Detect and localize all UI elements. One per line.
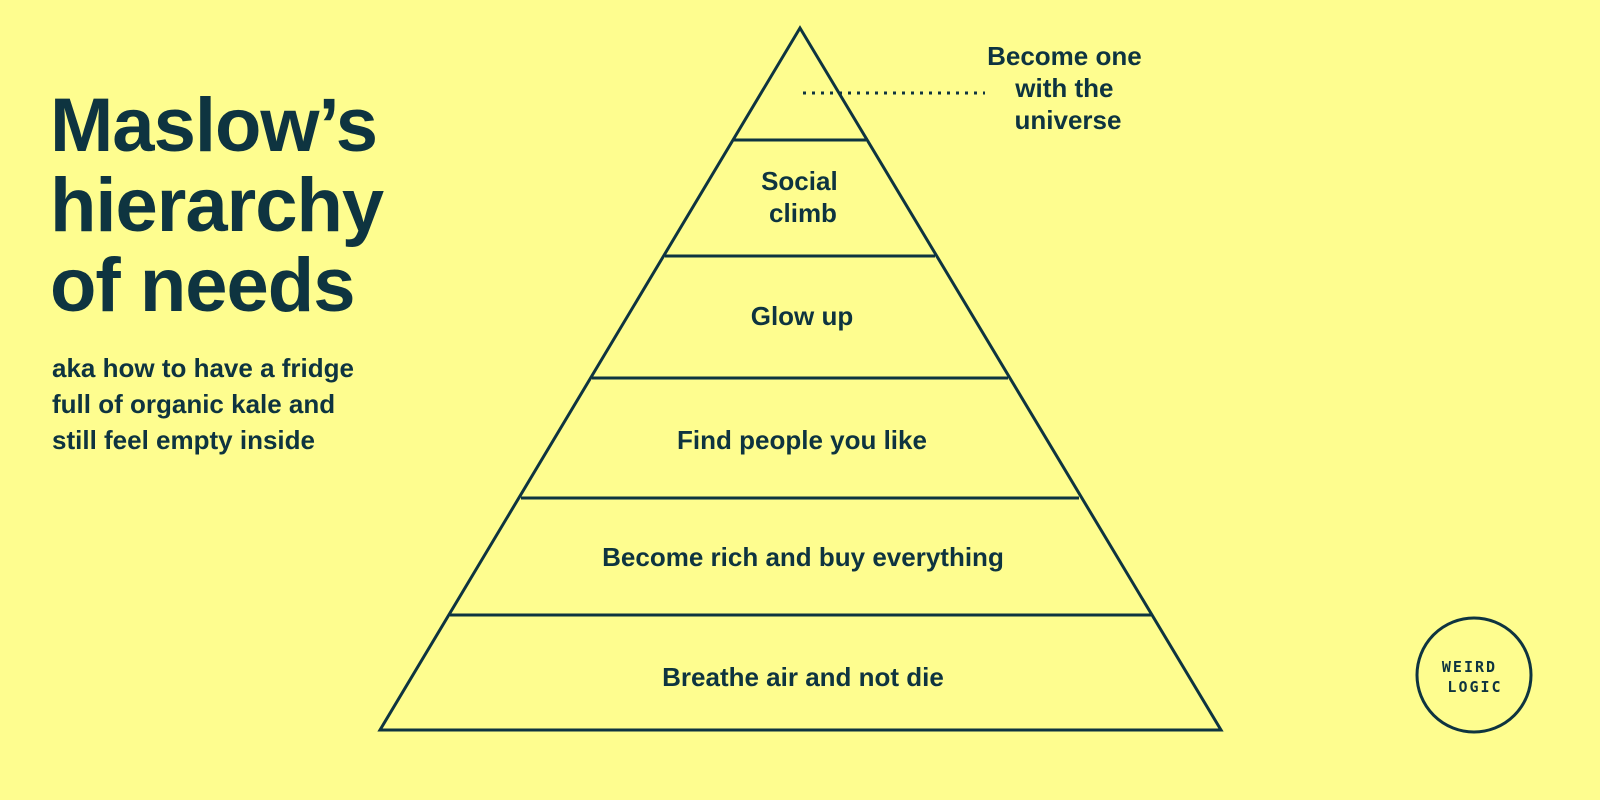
logo-line: WEIRD <box>1442 658 1497 676</box>
tier-label-become-rich: Become rich and buy everything <box>602 542 1004 572</box>
top-label-line: Become one <box>987 41 1142 71</box>
tier-label-line: Social <box>761 166 838 196</box>
page-title: Maslow’s hierarchy of needs <box>50 86 430 326</box>
tier-label-line: Glow up <box>751 301 854 331</box>
subtitle-line: full of organic kale and <box>52 389 336 419</box>
tier-label-line: Breathe air and not die <box>662 662 944 692</box>
tier-label-line: Find people you like <box>677 425 927 455</box>
subtitle-line: aka how to have a fridge <box>52 353 354 383</box>
tier-label-social-climb: Social climb <box>761 166 845 228</box>
tier-label-breathe-air: Breathe air and not die <box>662 662 944 692</box>
top-tier-label: Become one with the universe <box>987 41 1149 135</box>
title-line: Maslow’s <box>50 83 378 168</box>
tier-label-line: climb <box>769 198 837 228</box>
tier-label-glow-up: Glow up <box>751 301 854 331</box>
subtitle-line: still feel empty inside <box>52 425 315 455</box>
logo-line: LOGIC <box>1447 678 1502 696</box>
title-line: of needs <box>50 243 356 328</box>
title-line: hierarchy <box>50 163 384 248</box>
logo-circle <box>1415 616 1533 734</box>
tier-label-find-people: Find people you like <box>677 425 927 455</box>
subtitle: aka how to have a fridge full of organic… <box>52 350 412 458</box>
pyramid-outline <box>377 25 1224 732</box>
top-label-line: universe <box>1015 105 1122 135</box>
tier-label-line: Become rich and buy everything <box>602 542 1004 572</box>
weird-logic-logo: WEIRD LOGIC <box>1415 616 1533 734</box>
logo-text: WEIRD LOGIC <box>1442 658 1508 696</box>
top-label-line: with the <box>1014 73 1113 103</box>
